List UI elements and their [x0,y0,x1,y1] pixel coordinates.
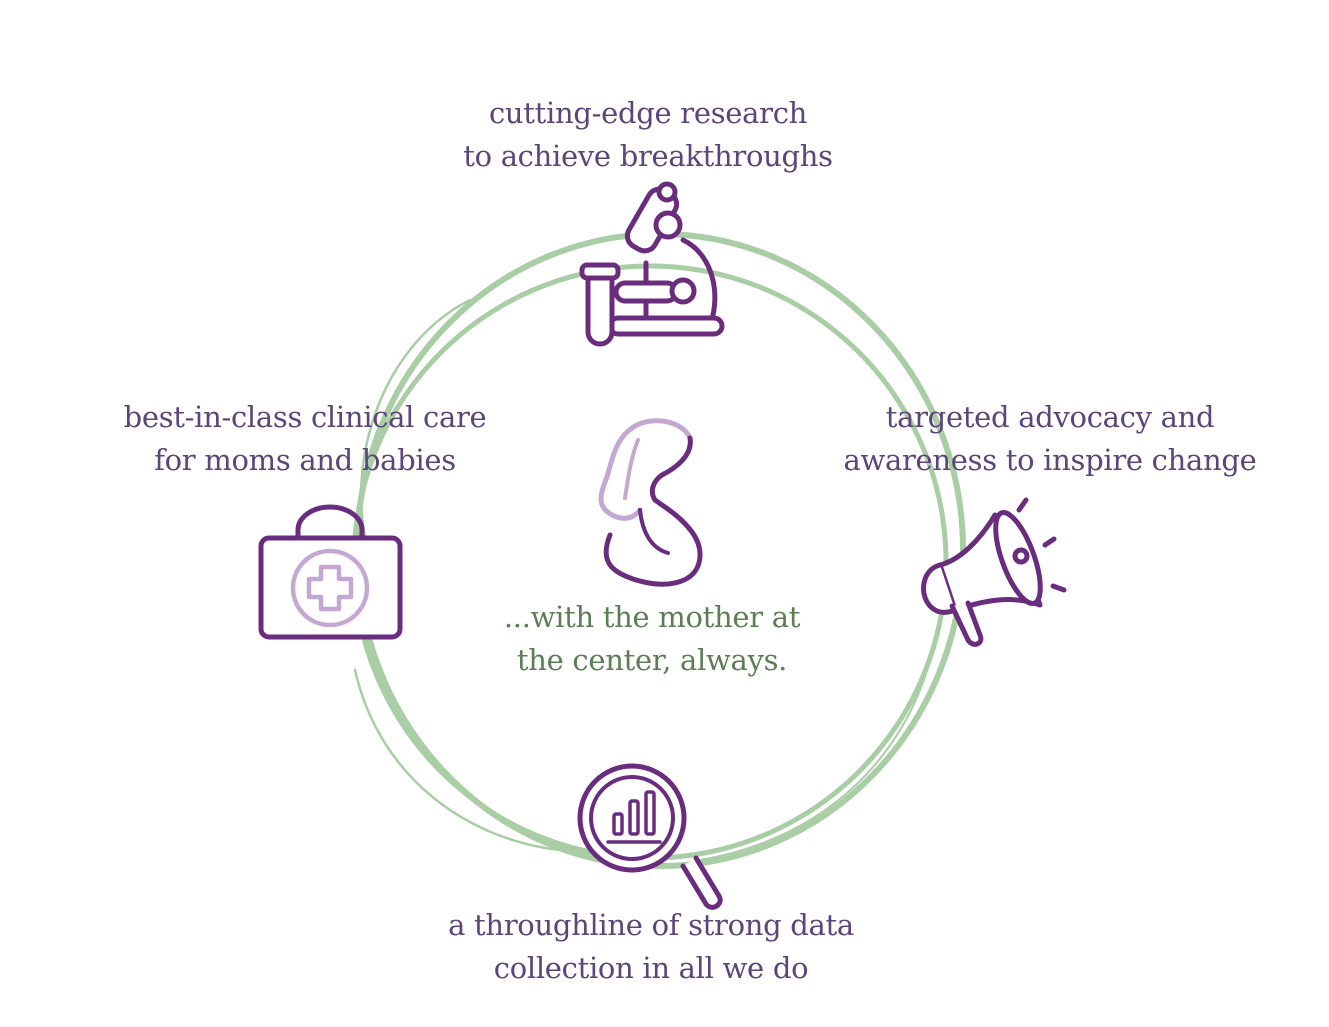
node-label-research: cutting-edge research to achieve breakth… [398,92,898,178]
sound-line-3 [1050,583,1067,593]
center-label: ...with the mother at the center, always… [452,596,852,682]
data-line-1: a throughline of strong data [448,908,854,942]
research-line-1: cutting-edge research [488,96,808,130]
kit-cross-ring [290,548,370,628]
node-label-clinical-care: best-in-class clinical care for moms and… [80,396,530,482]
microscope-icon [579,181,725,347]
advocacy-line-2: awareness to inspire change [843,443,1257,477]
data-line-2: collection in all we do [493,951,809,985]
microscope-base [607,315,725,337]
megaphone-rim [1012,547,1030,565]
clinical-care-line-1: best-in-class clinical care [123,400,487,434]
bar-3 [644,790,656,836]
kit-cross [306,564,354,612]
test-tube [585,275,615,347]
microscope-focus [669,277,697,305]
sound-line-2 [1042,536,1057,548]
test-tube-rim [579,262,621,281]
advocacy-line-1: targeted advocacy and [885,400,1215,434]
bar-2 [628,799,640,836]
pregnant-mother-icon [598,418,703,587]
data-magnifier-icon [577,763,723,910]
mother-body [603,435,703,587]
bar-1 [612,812,624,836]
megaphone-back [921,562,958,615]
mother-hair-strand [623,438,640,500]
mother-arm [638,508,670,555]
microscope-knob [653,210,683,240]
kit-handle [295,504,365,543]
clinical-care-line-2: for moms and babies [154,443,456,477]
ring-stroke-thin-3 [699,639,936,861]
magnifier-lens-outer [577,763,687,873]
magnifier-handle [680,855,723,910]
medical-kit-icon [258,504,403,640]
magnifier-lens-inner [589,775,675,861]
microscope-eyepiece [656,181,678,203]
mother-hair [598,418,693,521]
research-line-2: to achieve breakthroughs [463,139,833,173]
ring-stroke-thin-2 [353,668,562,852]
megaphone-handle [949,600,984,647]
kit-body [258,535,403,640]
node-label-data: a throughline of strong data collection … [401,904,901,990]
center-line-2: the center, always. [516,643,788,677]
microscope-stage [613,280,679,304]
center-line-1: ...with the mother at [503,600,801,634]
megaphone-icon [921,497,1067,647]
node-label-advocacy: targeted advocacy and awareness to inspi… [800,396,1300,482]
sound-line-1 [1016,497,1029,513]
